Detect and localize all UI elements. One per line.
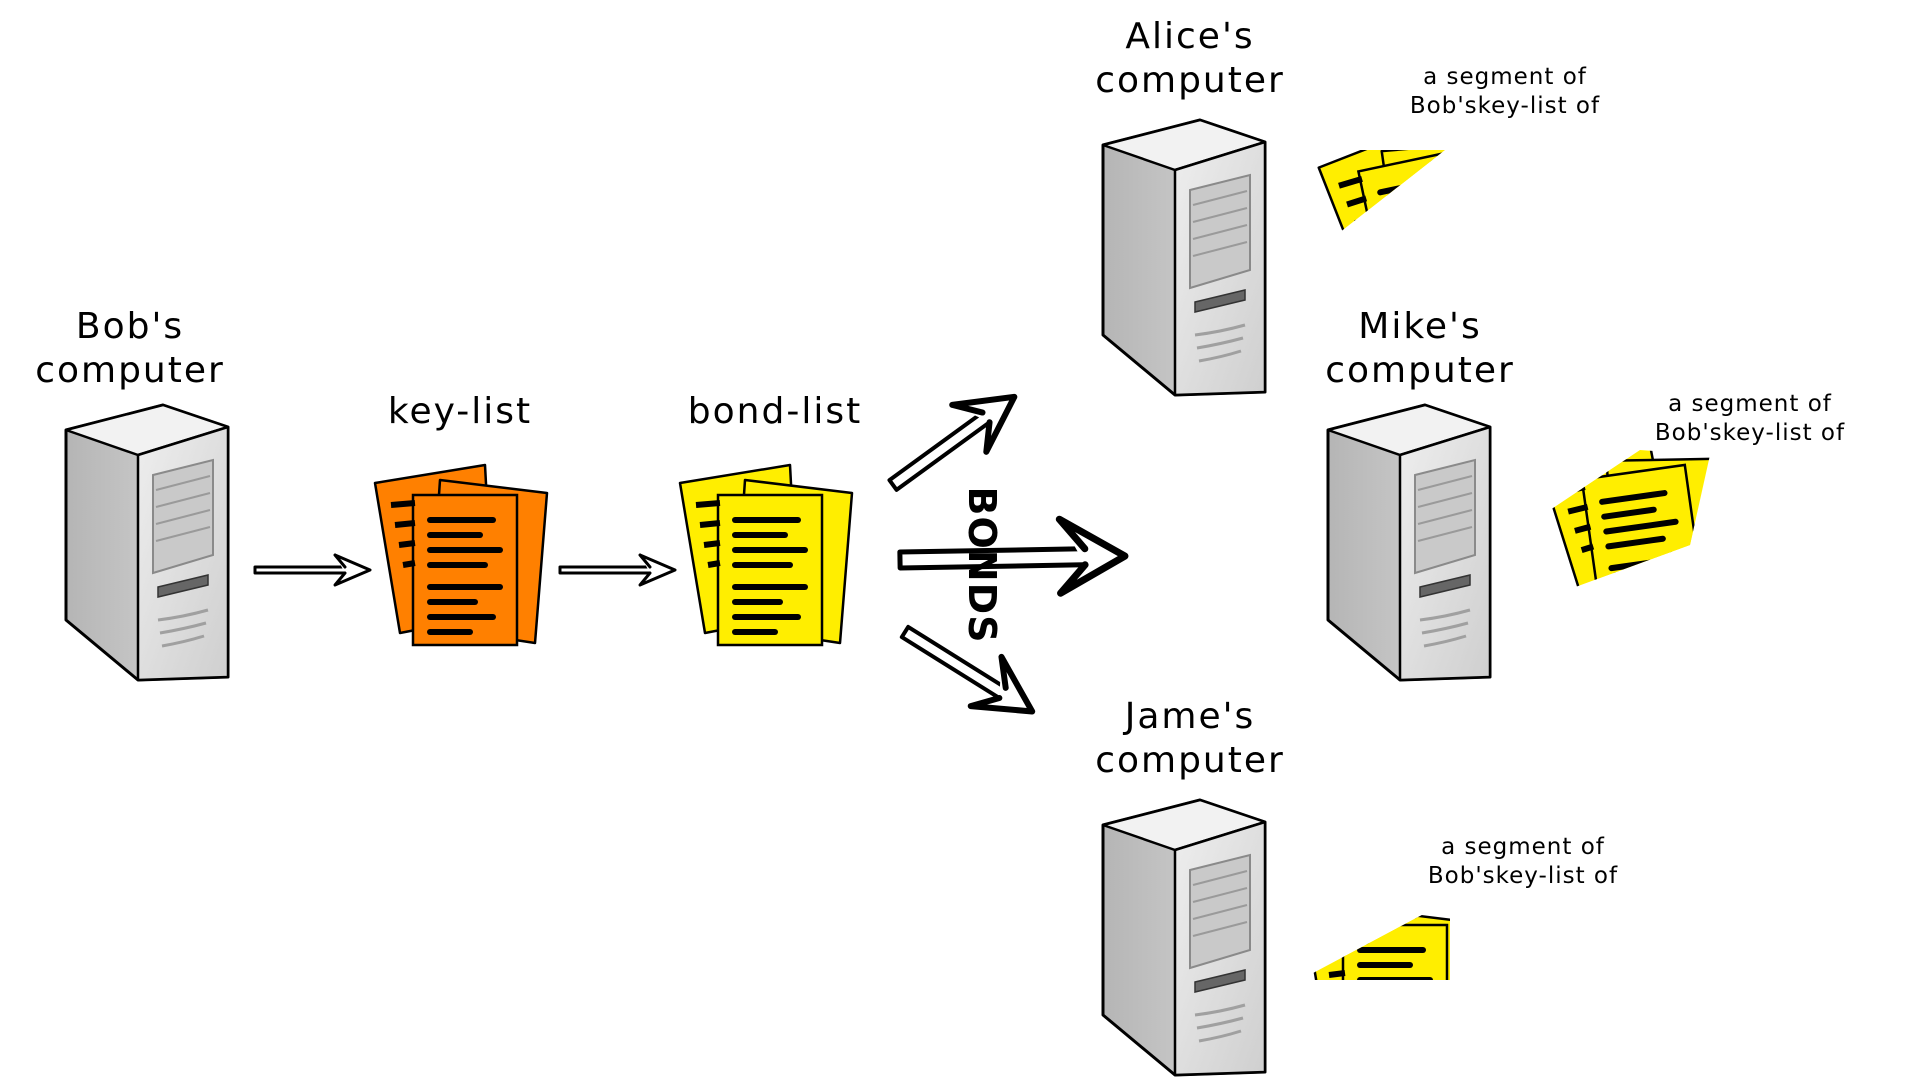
jame-segment-note-line2: Bob'skey-list of	[1427, 863, 1619, 889]
key-list-documents-icon	[375, 465, 547, 645]
jame-segment-note: a segment of Bob'skey-list of	[1393, 833, 1653, 891]
mike-segment-note-line2: Bob'skey-list of	[1654, 420, 1846, 446]
mike-computer-label: Mike's computer	[1290, 305, 1550, 393]
jame-computer-label: Jame's computer	[1060, 695, 1320, 783]
bonds-arrow-to-alice-icon	[887, 393, 1018, 492]
key-list-label: key-list	[387, 391, 533, 432]
arrow-bob-to-keylist-icon	[253, 553, 372, 587]
mike-segment-note: a segment of Bob'skey-list of	[1620, 390, 1880, 448]
bob-name: Bob's	[75, 306, 185, 347]
bonds-label: BONDS	[960, 485, 1004, 645]
jame-segment-documents-icon	[1305, 895, 1477, 1075]
alice-computer-label: Alice's computer	[1060, 15, 1320, 103]
alice-segment-documents-icon	[1315, 114, 1521, 326]
mike-name: Mike's	[1358, 306, 1482, 347]
alice-segment-note-line1: a segment of	[1423, 64, 1587, 90]
bonds-arrow-to-jame-icon	[899, 624, 1036, 715]
bond-list-label: bond-list	[687, 391, 863, 432]
alice-sub: computer	[1095, 60, 1285, 101]
arrow-keylist-to-bondlist-icon	[558, 553, 677, 587]
bonds-label-text: BONDS	[960, 486, 1004, 644]
bonds-arrow-to-mike-icon	[897, 515, 1129, 597]
alice-server-icon	[1101, 118, 1267, 397]
jame-sub: computer	[1095, 740, 1285, 781]
mike-sub: computer	[1325, 350, 1515, 391]
alice-segment-note-line2: Bob'skey-list of	[1409, 93, 1601, 119]
bob-computer-label: Bob's computer	[0, 305, 260, 393]
jame-segment-note-line1: a segment of	[1441, 834, 1605, 860]
mike-segment-documents-icon	[1540, 431, 1735, 633]
bond-list-documents-icon	[680, 465, 852, 645]
bob-server-icon	[64, 403, 230, 682]
mike-server-icon	[1326, 403, 1492, 682]
alice-segment-note: a segment of Bob'skey-list of	[1375, 63, 1635, 121]
bob-sub: computer	[35, 350, 225, 391]
mike-segment-note-line1: a segment of	[1668, 391, 1832, 417]
jame-name: Jame's	[1124, 696, 1256, 737]
jame-server-icon	[1101, 798, 1267, 1077]
alice-name: Alice's	[1125, 16, 1255, 57]
